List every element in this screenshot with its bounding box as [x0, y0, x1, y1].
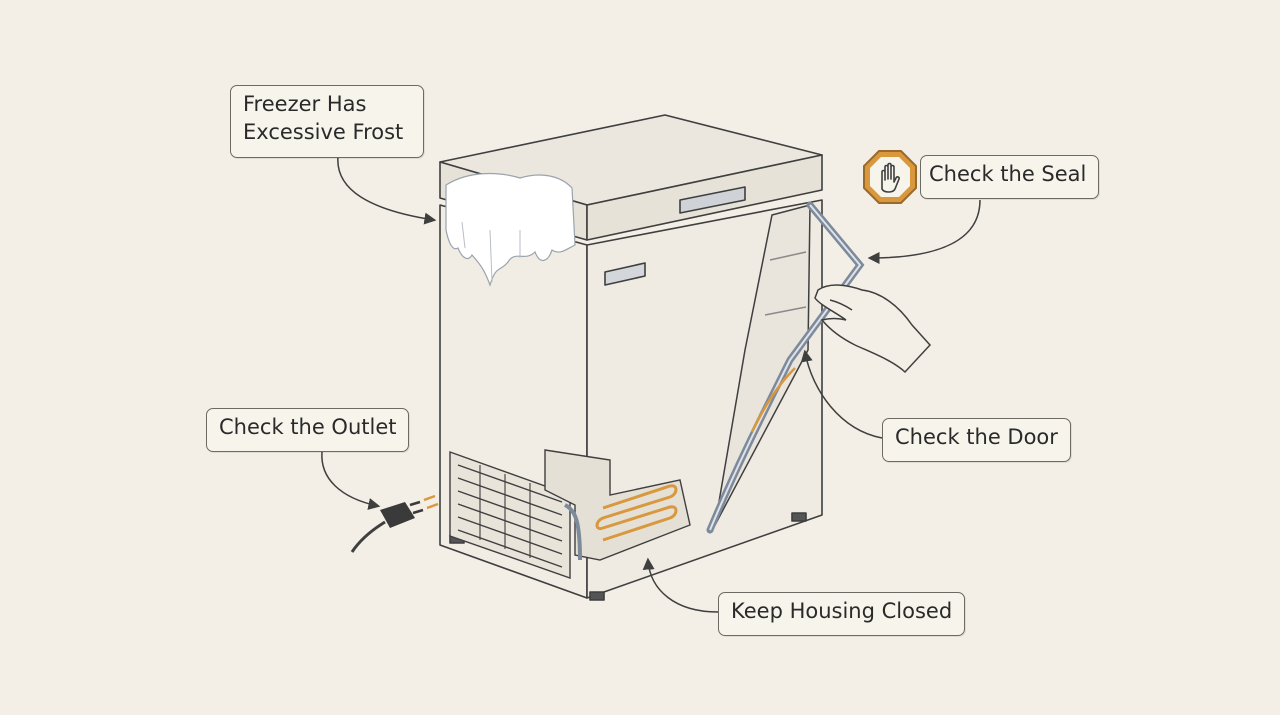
callout-check-seal: Check the Seal [920, 155, 1100, 199]
arrow-seal [867, 199, 981, 264]
callout-keep-housing-closed: Keep Housing Closed [718, 592, 966, 636]
callout-check-door: Check the Door [882, 418, 1071, 462]
power-plug-icon [350, 494, 439, 553]
foot-right [791, 512, 807, 522]
arrow-frost [337, 155, 437, 225]
label-plate [604, 262, 646, 286]
compressor-housing [544, 449, 691, 561]
arrow-door [800, 349, 883, 439]
lid-handle [679, 186, 746, 214]
foot-front [589, 591, 605, 601]
door-opening [714, 204, 811, 526]
callout-freezer-frost: Freezer Has Excessive Frost [230, 85, 424, 158]
interior-shelf-2 [764, 306, 807, 316]
door-motion-arrow [750, 367, 796, 433]
stop-hand-icon [862, 149, 918, 205]
callout-frost-line-1: Freezer Has [243, 92, 367, 116]
door-seal-inner [709, 204, 862, 531]
door-panel [714, 204, 811, 526]
callout-check-outlet: Check the Outlet [206, 408, 410, 452]
vent-grille [449, 451, 571, 579]
arrow-housing [642, 557, 719, 613]
callout-frost-line-2: Excessive Frost [243, 120, 404, 144]
arrow-outlet [321, 451, 381, 510]
housing-cover-edge [563, 503, 582, 561]
interior-shelf-1 [769, 251, 807, 261]
hand [814, 284, 932, 374]
frost-buildup [445, 172, 576, 287]
condenser-coil [595, 484, 678, 542]
